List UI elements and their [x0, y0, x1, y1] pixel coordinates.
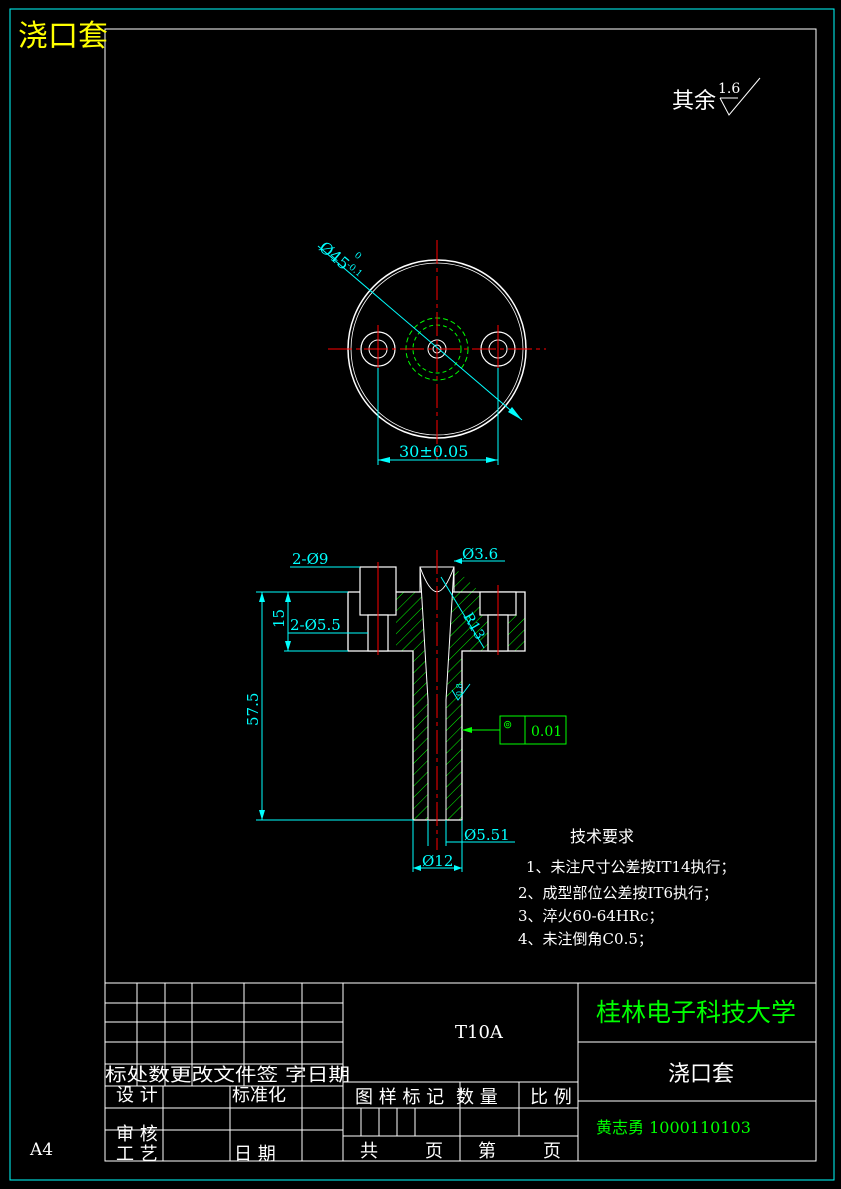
- surface-finish: 其余 1.6: [672, 77, 761, 116]
- bore-label: Ø3.6: [462, 545, 498, 563]
- finish-label: 其余: [672, 89, 716, 114]
- svg-text:0.8: 0.8: [455, 683, 464, 696]
- author: 黄志勇 1000110103: [596, 1118, 751, 1137]
- svg-text:页: 页: [543, 1141, 561, 1162]
- exit-dia-label: Ø5.51: [464, 826, 510, 844]
- svg-text:⊚: ⊚: [503, 718, 512, 731]
- date-label: 日 期: [234, 1144, 276, 1165]
- notes-title: 技术要求: [570, 827, 634, 846]
- drawing-mark-label: 图 样 标 记: [355, 1087, 444, 1108]
- standardize-label: 标准化: [232, 1085, 286, 1106]
- technical-notes: 技术要求 1、未注尺寸公差按IT14执行； 2、成型部位公差按IT6执行； 3、…: [518, 827, 736, 948]
- diameter-leader: [317, 245, 523, 421]
- title-block: [105, 982, 816, 1161]
- design-label: 设 计: [116, 1085, 158, 1106]
- note-4: 4、未注倒角C0.5；: [518, 930, 653, 948]
- rev-headers: 标处数更改文件签 字日期: [105, 1065, 350, 1086]
- note-3: 3、淬火60-64HRc；: [518, 907, 664, 925]
- total-label: 共: [360, 1141, 378, 1162]
- sheet-label: 第: [478, 1141, 496, 1162]
- paper-size: A4: [29, 1140, 53, 1160]
- outer-frame: [9, 8, 835, 1181]
- tolerance-value: 0.01: [531, 724, 562, 740]
- note-1: 1、未注尺寸公差按IT14执行；: [526, 858, 736, 876]
- finish-symbol: [719, 77, 761, 116]
- outer-dia-label: Ø12: [422, 852, 453, 870]
- process-label: 工 艺: [116, 1144, 158, 1165]
- section-view: 2-Ø9 2-Ø5.5 Ø3.6 R13 15 57.5 0.8 ⊚ 0.01: [244, 545, 567, 872]
- thickness-label: 15: [270, 609, 288, 628]
- university: 桂林电子科技大学: [596, 998, 796, 1027]
- material: T10A: [455, 1022, 504, 1043]
- finish-value: 1.6: [718, 81, 740, 97]
- length-label: 57.5: [244, 693, 262, 726]
- scale-label: 比 例: [530, 1087, 572, 1108]
- quantity-label: 数 量: [456, 1087, 498, 1108]
- part-name: 浇口套: [668, 1062, 734, 1087]
- hole-large-label: 2-Ø9: [292, 550, 328, 568]
- note-2: 2、成型部位公差按IT6执行；: [518, 884, 718, 902]
- tolerance-frame: [499, 715, 567, 745]
- drawing-title: 浇口套: [18, 19, 108, 54]
- svg-text:页: 页: [425, 1141, 443, 1162]
- hole-small-label: 2-Ø5.5: [290, 616, 341, 634]
- svg-text:0: 0: [352, 251, 363, 263]
- top-view: Ø45 0 -0.1 30±0.05: [315, 238, 546, 465]
- spacing-label: 30±0.05: [399, 442, 468, 461]
- review-label: 审 核: [116, 1124, 158, 1145]
